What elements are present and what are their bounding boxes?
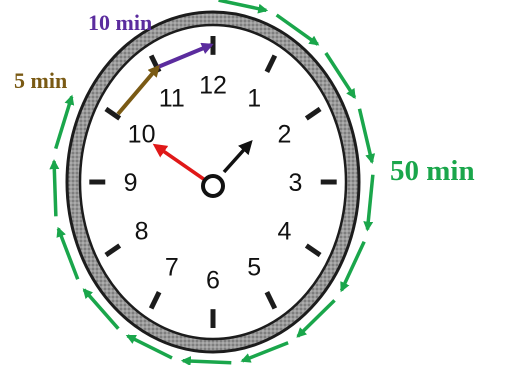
hour-number-9: 9: [124, 169, 138, 197]
hour-number-11: 11: [159, 85, 185, 113]
hour-number-6: 6: [206, 266, 220, 294]
hour-number-12: 12: [199, 72, 227, 100]
fifty-min-arrow-segment: [367, 175, 372, 230]
clock-center: [203, 176, 223, 196]
fifty-min-arrow-segment: [56, 97, 72, 149]
ten-min-label: 10 min: [88, 10, 152, 35]
fifty-min-arrow-segment: [359, 109, 372, 162]
hour-number-8: 8: [135, 218, 149, 246]
hour-number-2: 2: [277, 120, 291, 148]
fifty-min-arrow-segment: [183, 361, 231, 363]
five-min-label: 5 min: [14, 68, 67, 93]
fifty-min-arrow-segment: [219, 0, 267, 10]
hour-number-1: 1: [247, 85, 261, 113]
hour-number-5: 5: [247, 253, 261, 281]
hour-number-4: 4: [277, 218, 291, 246]
hour-number-3: 3: [289, 169, 303, 197]
fifty-min-label: 50 min: [390, 155, 475, 187]
fifty-min-arrow-segment: [54, 161, 56, 216]
hour-number-10: 10: [128, 120, 156, 148]
hour-number-7: 7: [165, 253, 179, 281]
